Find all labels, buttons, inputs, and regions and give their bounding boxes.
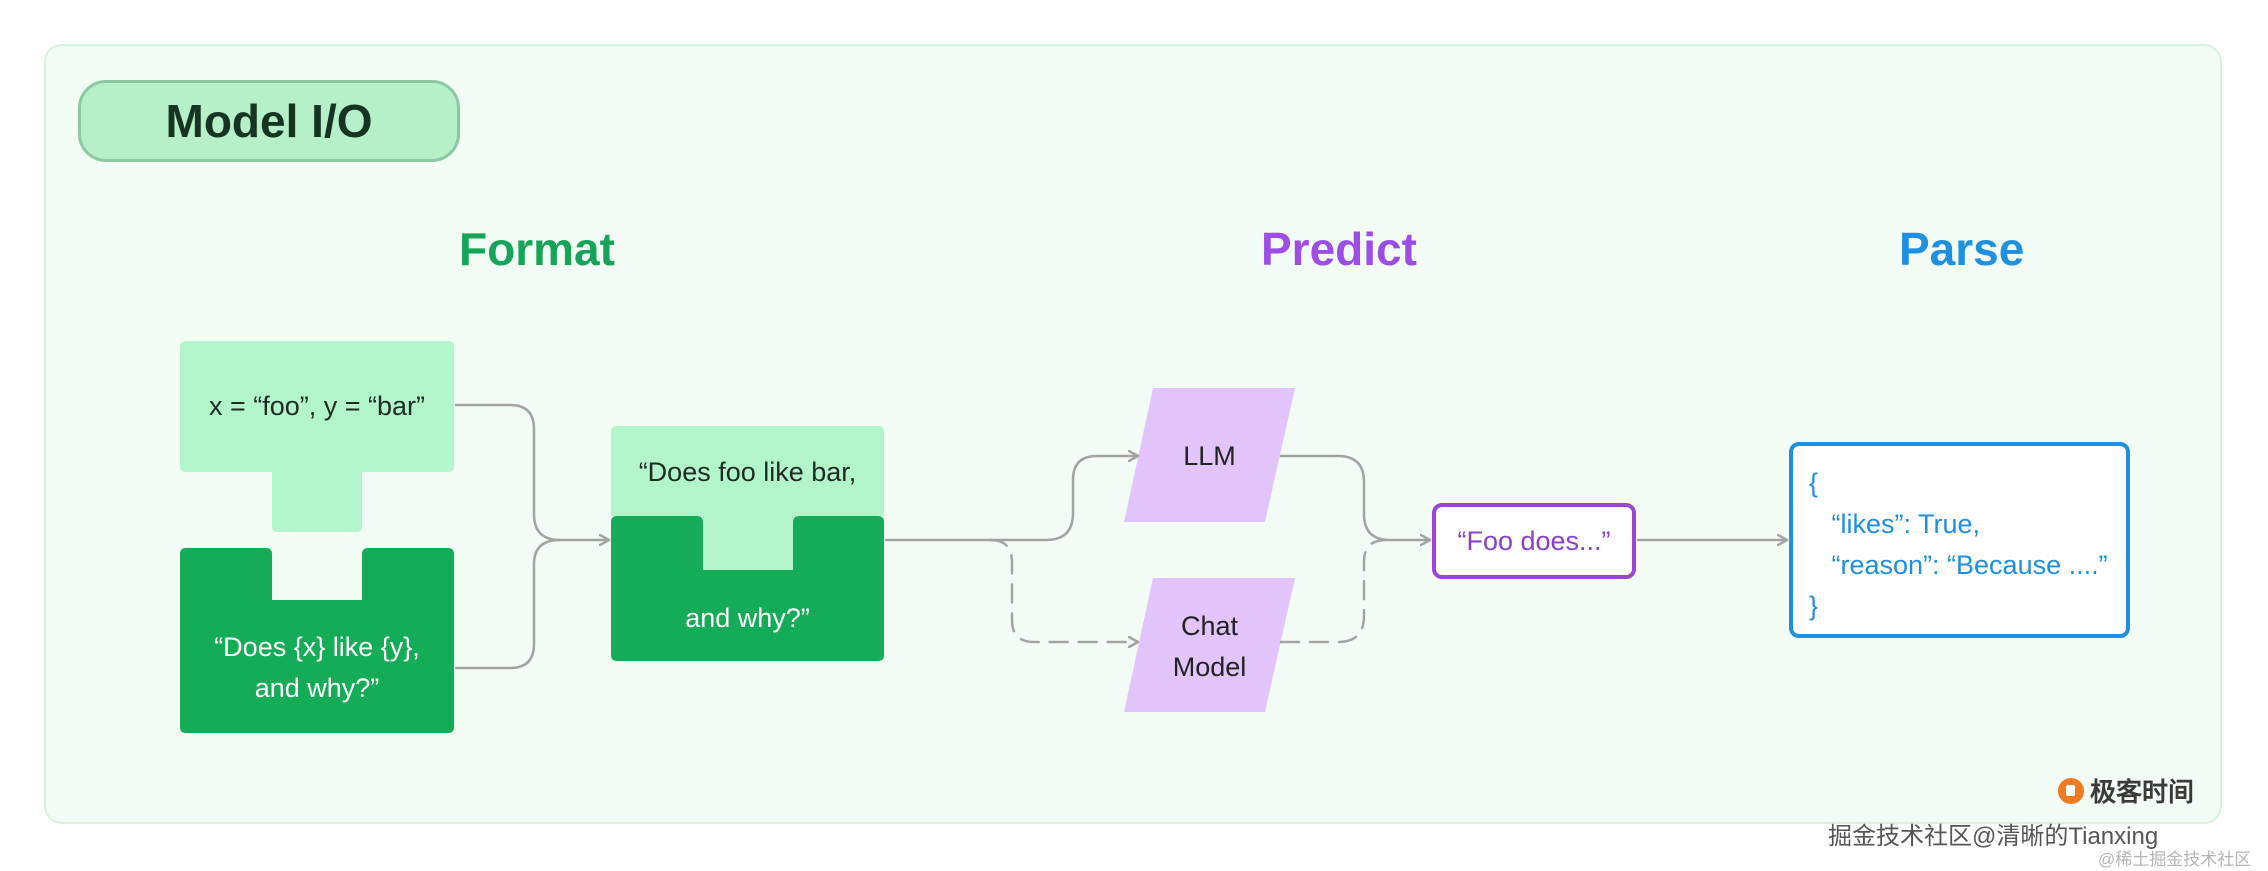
variables-text: x = “foo”, y = “bar” [208, 390, 426, 421]
geektime-logo-text: 极客时间 [2090, 777, 2195, 807]
prompt-top-text: “Does foo like bar, [638, 456, 857, 487]
predict-heading: Predict [1261, 223, 1417, 275]
connector-variables-to-prompt [454, 403, 611, 540]
parsed-line: “reason”: “Because ....” [1809, 550, 2108, 580]
template-block [180, 548, 454, 733]
connector-template-to-prompt [454, 538, 562, 670]
parsed-line: } [1809, 591, 1819, 621]
connector-llm-to-output [1279, 454, 1432, 540]
llm-output-box: “Foo does...” [1432, 503, 1636, 579]
parsed-output-box: { “likes”: True, “reason”: “Because ....… [1789, 442, 2130, 638]
watermark-small: @稀土掘金技术社区 [2098, 850, 2252, 869]
prompt-block-bottom [611, 516, 884, 661]
chat-model-shape [1124, 578, 1295, 712]
geektime-logo-icon [2058, 777, 2084, 804]
llm-label: LLM [1183, 440, 1236, 471]
chat-model-label: Chat Model [1172, 611, 1247, 682]
variables-block [180, 341, 454, 532]
format-heading: Format [459, 223, 615, 275]
llm-output-text: “Foo does...” [1457, 525, 1611, 556]
template-text: “Does {x} like {y}, and why?” [214, 632, 420, 703]
geektime-logo: 极客时间 [2058, 772, 2194, 809]
prompt-block-top [611, 426, 884, 570]
connector-chat-to-output [1279, 538, 1388, 644]
model-io-title: Model I/O [78, 80, 460, 162]
watermark: 掘金技术社区@清晰的Tianxing [1828, 823, 2159, 850]
llm-shape [1124, 388, 1295, 522]
parsed-line: { [1809, 468, 1819, 498]
parse-heading: Parse [1899, 223, 2025, 275]
parsed-line: “likes”: True, [1809, 509, 1981, 539]
prompt-bottom-text: and why?” [685, 602, 810, 633]
connector-prompt-to-chat [988, 538, 1140, 642]
connector-prompt-to-llm [884, 456, 1140, 542]
